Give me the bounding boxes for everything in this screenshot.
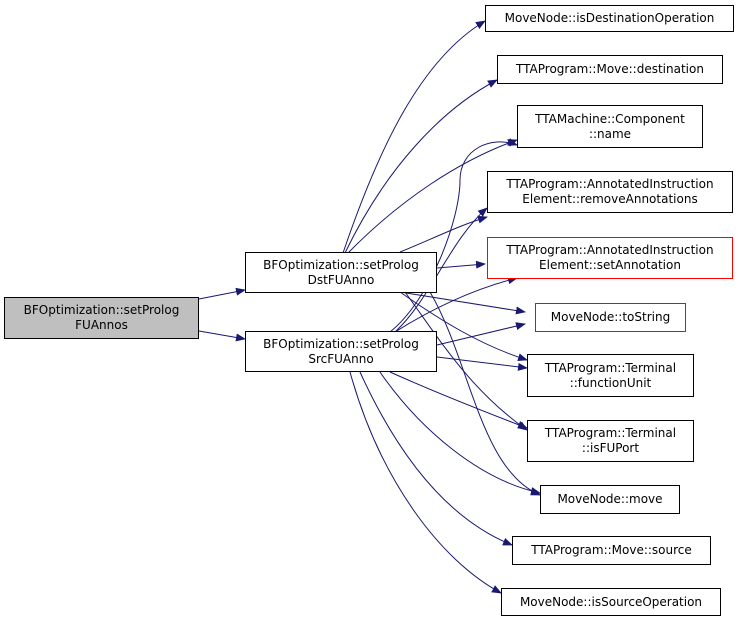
node-label-line1: TTAMachine::Component [535,111,685,126]
edge-src-removeann [394,207,488,333]
node-label-line2: DstFUAnno [307,272,375,287]
node-label-line1: BFOptimization::setProlog [263,336,419,351]
node-move-destination[interactable]: TTAProgram::Move::destination [497,55,723,84]
node-label-line2: Element::setAnnotation [539,258,681,272]
edge-src-issource [349,371,502,594]
node-setprolog-srcfuanno[interactable]: BFOptimization::setProlog SrcFUAnno [245,331,437,372]
edge-root-dst [198,287,246,300]
edge-src-move [379,371,541,495]
node-label-line2: Element::removeAnnotations [522,192,698,206]
node-label-line1: TTAProgram::AnnotatedInstruction [506,243,714,257]
node-label: MoveNode::isSourceOperation [519,594,703,609]
node-label: MoveNode::isDestinationOperation [504,11,715,25]
node-isdestinationoperation[interactable]: MoveNode::isDestinationOperation [485,5,734,32]
node-move-source[interactable]: TTAProgram::Move::source [512,536,711,565]
edge-dst-compname [347,139,518,254]
node-label-line1: TTAProgram::Terminal [544,360,677,375]
node-label: TTAProgram::Move::destination [516,62,704,76]
node-setannotation[interactable]: TTAProgram::AnnotatedInstruction Element… [487,237,733,279]
node-label-line2: ::name [588,126,632,141]
node-setprolog-dstfuanno[interactable]: BFOptimization::setProlog DstFUAnno [245,252,437,293]
node-label-line1: BFOptimization::setProlog [23,303,180,317]
node-removeannotations[interactable]: TTAProgram::AnnotatedInstruction Element… [487,171,733,213]
node-terminal-isfuport[interactable]: TTAProgram::Terminal ::isFUPort [527,420,694,462]
edge-dst-movedest [344,79,498,254]
node-label-line1: TTAProgram::AnnotatedInstruction [506,177,714,191]
node-terminal-functionunit[interactable]: TTAProgram::Terminal ::functionUnit [527,354,694,397]
node-issourceoperation[interactable]: MoveNode::isSourceOperation [501,588,721,616]
node-label: MoveNode::move [557,492,663,506]
node-movenode-move[interactable]: MoveNode::move [540,485,680,514]
edge-dst-funcunit [399,291,528,362]
node-label: TTAProgram::Move::source [531,543,692,557]
node-label-line2: SrcFUAnno [308,351,374,366]
edge-root-src [198,330,246,342]
node-label-line2: ::functionUnit [569,375,652,390]
edge-src-movesource [359,371,513,546]
node-label-line2: FUAnnos [75,318,128,332]
edge-dst-isfuport [404,291,528,431]
node-component-name[interactable]: TTAMachine::Component ::name [517,105,703,148]
edge-src-setann [394,276,518,333]
edge-src-tostring [436,322,526,346]
node-tostring[interactable]: MoveNode::toString [535,303,686,332]
edge-dst-move [429,291,541,496]
edge-dst-tostring [399,291,526,315]
edge-src-funcunit [436,356,528,371]
node-label-line2: ::isFUPort [581,441,640,455]
node-label-line1: BFOptimization::setProlog [263,257,419,272]
node-label-line1: TTAProgram::Terminal [544,426,677,440]
edge-src-isfuport [389,371,528,429]
node-root-setprolog-fuannos[interactable]: BFOptimization::setProlog FUAnnos [4,297,199,339]
edge-dst-isdest [342,20,486,254]
node-label: MoveNode::toString [550,310,671,324]
edge-src-compname [389,138,518,333]
edge-dst-removeann [399,215,488,253]
edge-dst-setann [436,260,486,269]
